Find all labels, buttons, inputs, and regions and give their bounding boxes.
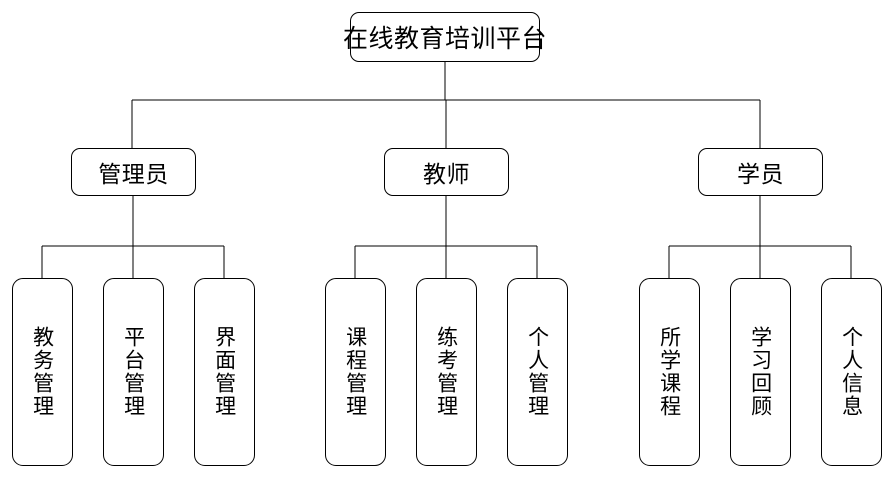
node-leaf-admin-pingtai-label: 平台管理 (121, 326, 146, 418)
node-leaf-admin-jiemian[interactable]: 界面管理 (194, 278, 255, 466)
node-leaf-student-xinxi[interactable]: 个人信息 (821, 278, 882, 466)
node-leaf-admin-jiemian-label: 界面管理 (212, 326, 237, 418)
node-branch-student-label: 学员 (737, 162, 784, 188)
node-leaf-admin-jiaowu[interactable]: 教务管理 (12, 278, 73, 466)
node-branch-teacher-label: 教师 (423, 162, 470, 188)
node-root-label: 在线教育培训平台 (343, 24, 548, 53)
node-branch-teacher[interactable]: 教师 (384, 148, 509, 196)
node-root-platform[interactable]: 在线教育培训平台 (343, 12, 547, 62)
node-leaf-student-suoxue[interactable]: 所学课程 (639, 278, 700, 466)
node-leaf-teacher-geren[interactable]: 个人管理 (507, 278, 568, 466)
node-leaf-admin-jiaowu-label: 教务管理 (30, 326, 55, 418)
node-branch-student[interactable]: 学员 (698, 148, 823, 196)
node-leaf-teacher-kecheng[interactable]: 课程管理 (325, 278, 386, 466)
node-leaf-student-huigu[interactable]: 学习回顾 (730, 278, 791, 466)
node-leaf-student-xinxi-label: 个人信息 (839, 326, 864, 418)
node-leaf-student-huigu-label: 学习回顾 (748, 326, 773, 418)
node-leaf-teacher-liankao-label: 练考管理 (434, 326, 459, 418)
node-leaf-teacher-kecheng-label: 课程管理 (343, 326, 368, 418)
node-leaf-student-suoxue-label: 所学课程 (657, 326, 682, 418)
node-branch-admin-label: 管理员 (98, 162, 169, 188)
node-leaf-teacher-geren-label: 个人管理 (525, 326, 550, 418)
node-branch-admin[interactable]: 管理员 (71, 148, 196, 196)
node-leaf-teacher-liankao[interactable]: 练考管理 (416, 278, 477, 466)
node-leaf-admin-pingtai[interactable]: 平台管理 (103, 278, 164, 466)
